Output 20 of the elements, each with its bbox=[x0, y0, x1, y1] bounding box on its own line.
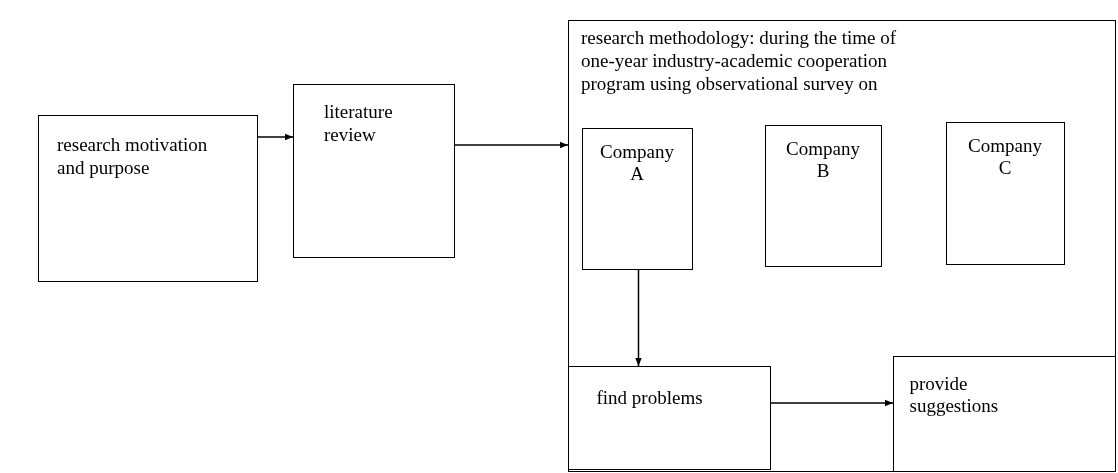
box-text: find problems bbox=[596, 386, 704, 410]
process-box bbox=[567, 365, 771, 470]
arrow bbox=[635, 269, 642, 367]
arrow bbox=[257, 133, 294, 141]
arrow bbox=[454, 141, 569, 149]
box-text: Company B bbox=[785, 137, 861, 184]
process-box bbox=[945, 121, 1065, 265]
process-box bbox=[293, 84, 455, 258]
box-text: research motivation and purpose bbox=[57, 134, 209, 180]
process-box bbox=[581, 127, 693, 270]
process-box bbox=[38, 115, 258, 282]
box-text: literature review bbox=[324, 101, 394, 147]
arrow bbox=[770, 399, 894, 407]
box-text: research methodology: during the time of one-year industry-academic cooperation program using observational survey on bbox=[581, 27, 897, 96]
process-box bbox=[568, 20, 1116, 472]
box-text: Company A bbox=[599, 140, 675, 187]
process-box bbox=[764, 124, 882, 267]
box-text: provide suggestions bbox=[909, 372, 1000, 419]
process-box bbox=[892, 355, 1116, 472]
box-text: Company C bbox=[967, 134, 1043, 181]
